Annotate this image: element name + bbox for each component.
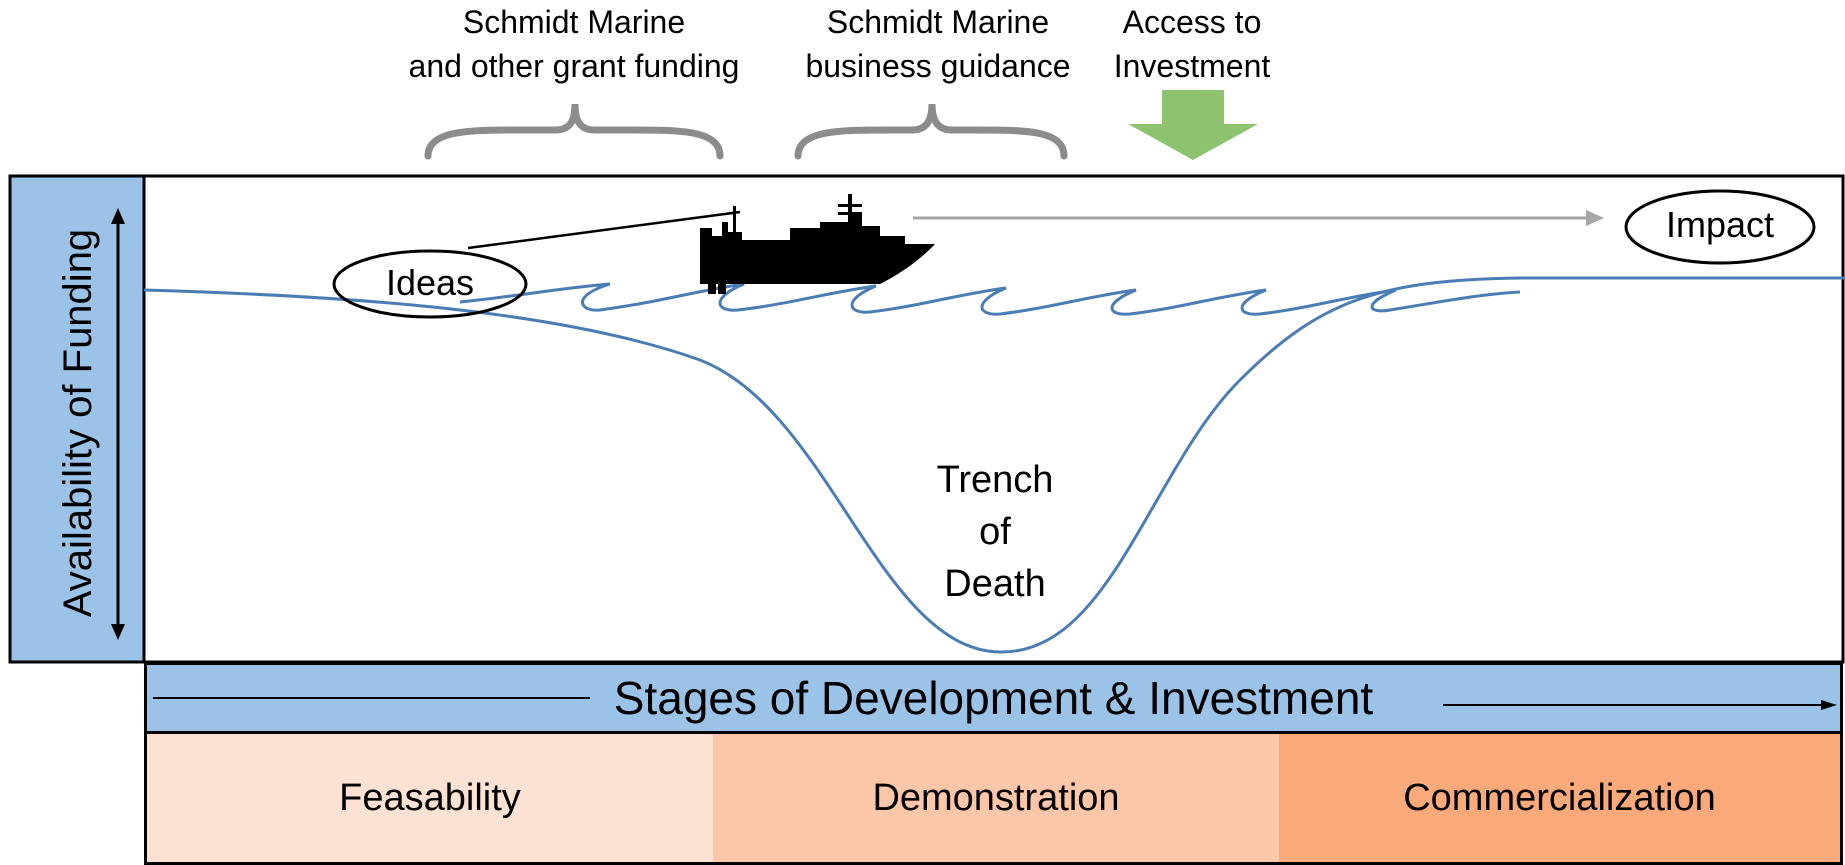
access-label-line1: Access to [1122,4,1262,40]
phase-demonstration: Demonstration [713,734,1279,862]
y-axis-label: Availability of Funding [56,228,100,618]
trench-line1: Trench [936,459,1054,501]
grant-label-line2: and other grant funding [408,48,740,84]
ship-icon [700,194,935,294]
grant-brace [424,103,724,160]
ideas-node [332,249,528,319]
y-axis-box [8,174,146,664]
grant-label-line1: Schmidt Marine [462,4,686,40]
trench-label: Trench of Death [890,454,1100,610]
guidance-label-line1: Schmidt Marine [826,4,1050,40]
trench-line2: of [979,511,1011,553]
x-axis-title-wrap: Stages of Development & Investment [147,665,1840,731]
phase-row: Feasability Demonstration Commercializat… [144,734,1843,865]
trench-curve [143,276,1845,654]
access-label-line2: Investment [1113,48,1271,84]
x-axis-label: Stages of Development & Investment [589,672,1398,724]
impact-arrow [913,210,1604,226]
ideas-label: Ideas [385,262,475,303]
phase-feasibility: Feasability [147,734,713,862]
guidance-brace [794,103,1068,160]
trench-line3: Death [944,563,1046,605]
impact-node [1624,189,1816,265]
impact-label: Impact [1665,204,1775,245]
access-investment-label: Access to Investment [1097,0,1287,88]
guidance-label-line2: business guidance [805,48,1071,84]
x-axis-bar: Stages of Development & Investment [144,662,1843,734]
business-guidance-label: Schmidt Marine business guidance [788,0,1088,88]
ideas-connector [467,210,741,250]
investment-arrow [1128,90,1258,160]
phase-commercialization: Commercialization [1279,734,1840,862]
surface-waves [459,282,1521,316]
grant-funding-label: Schmidt Marine and other grant funding [374,0,774,88]
y-axis-arrow [111,208,125,640]
